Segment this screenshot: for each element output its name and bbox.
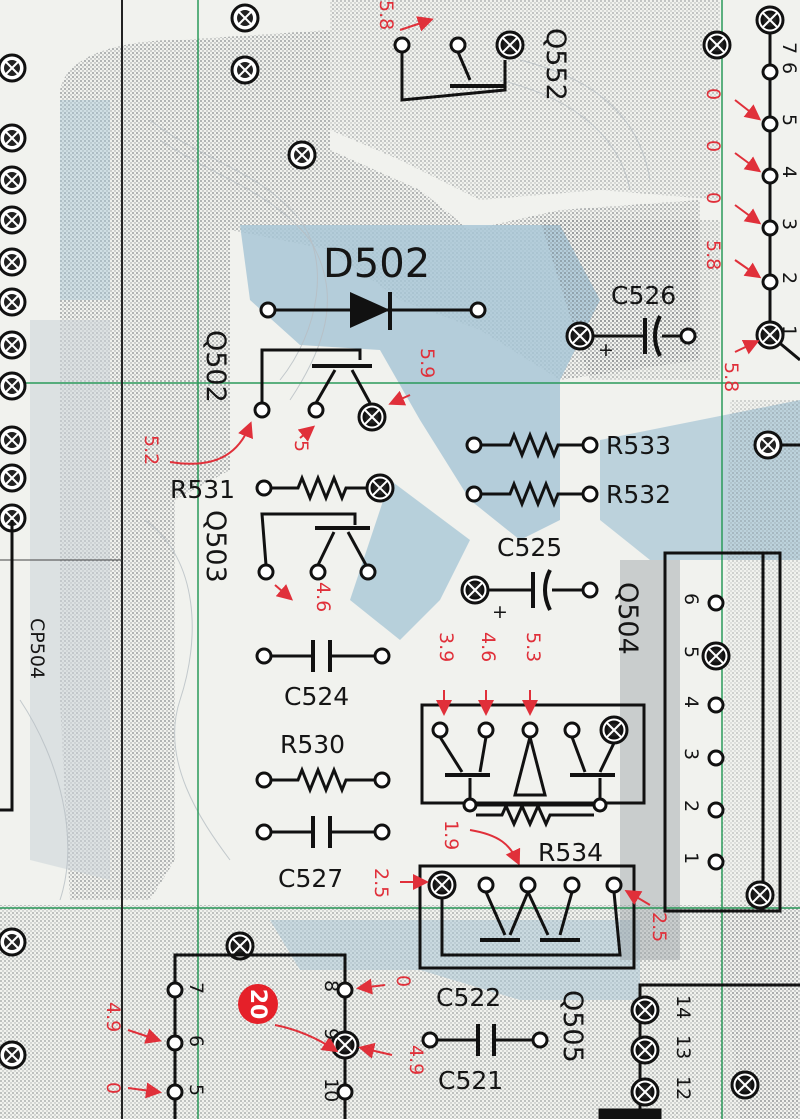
transistor-q503-symbol — [257, 512, 377, 601]
voltage-left-0: 0 — [102, 1082, 124, 1095]
voltage-q552-top: 5.8 — [375, 0, 397, 31]
connector-pin-6: 6 — [680, 593, 702, 606]
left-edge-pads — [0, 3, 317, 1070]
ic-br-pin-13: 13 — [672, 1035, 694, 1060]
ic-br-pin-14: 14 — [672, 995, 694, 1020]
voltage-q502-59: 5.9 — [416, 348, 438, 379]
connector-pin-2: 2 — [680, 800, 702, 813]
ic-bl-pin-5: 5 — [185, 1084, 207, 1097]
r534-label: R534 — [538, 838, 604, 867]
r531-label: R531 — [170, 475, 236, 504]
r530-label: R530 — [280, 730, 346, 759]
q502-label: Q502 — [200, 330, 231, 403]
ic-bottom-right-symbol — [598, 983, 800, 1119]
transistor-q502-symbol — [169, 348, 411, 465]
ic-bl-pin-8: 8 — [320, 980, 342, 993]
capacitor-c527-symbol — [255, 816, 391, 848]
c526-label: C526 — [611, 281, 677, 310]
ic-top-right-pin-7: 7 — [778, 42, 800, 55]
connector-pin-1: 1 — [680, 852, 702, 865]
voltage-right-0c: 0 — [702, 192, 724, 205]
voltage-q502-5: 5 — [290, 440, 312, 453]
resistor-r533-symbol — [465, 430, 599, 460]
ic-bottom-left-symbol — [127, 931, 393, 1119]
c524-label: C524 — [284, 682, 350, 711]
transistor-q504-symbol — [420, 690, 646, 866]
connector-right-symbol — [663, 551, 782, 913]
resistor-r530-symbol — [255, 765, 391, 795]
voltage-c521-49: 4.9 — [405, 1045, 427, 1076]
cp504-label: CP504 — [26, 618, 48, 679]
ic-br-pin-12: 12 — [672, 1076, 694, 1101]
resistor-r532-symbol — [465, 479, 599, 509]
diode-d502-symbol — [259, 292, 487, 330]
ic-top-right-symbol — [702, 5, 800, 362]
r533-label: R533 — [606, 431, 672, 460]
c525-label: C525 — [497, 533, 563, 562]
voltage-q503-46: 4.6 — [312, 582, 334, 613]
right-resistor-pads — [753, 430, 800, 460]
ic-bl-pin-10: 10 — [320, 1078, 342, 1103]
voltage-q504-39: 3.9 — [435, 632, 457, 663]
c525-plus-mark: + — [492, 601, 508, 623]
c527-label: C527 — [278, 864, 344, 893]
c522-label: C522 — [436, 983, 502, 1012]
ic-top-right-pin-4: 4 — [778, 166, 800, 179]
capacitor-c522-symbol — [421, 1024, 549, 1056]
connector-pin-4: 4 — [680, 696, 702, 709]
voltage-q504-46: 4.6 — [477, 632, 499, 663]
r532-label: R532 — [606, 480, 672, 509]
capacitor-c524-symbol — [255, 640, 391, 672]
voltage-q505-25a: 2.5 — [370, 868, 392, 899]
voltage-r534-19: 1.9 — [440, 820, 462, 851]
ic-top-right-pin-1: 1 — [778, 325, 800, 338]
contour-lines — [19, 59, 651, 901]
ic-bl-pin-9: 9 — [320, 1028, 342, 1041]
connector-pin-3: 3 — [680, 748, 702, 761]
voltage-c522-0: 0 — [392, 975, 414, 988]
voltage-right-58a: 5.8 — [702, 240, 724, 271]
transistor-q552-symbol — [393, 16, 525, 102]
capacitor-c526-symbol — [565, 315, 697, 357]
voltage-q502-52: 5.2 — [140, 435, 162, 466]
q505-label: Q505 — [557, 990, 588, 1063]
voltage-right-0b: 0 — [702, 140, 724, 153]
ic-bl-pin-7: 7 — [185, 982, 207, 995]
q503-label: Q503 — [200, 510, 231, 583]
ic-top-right-pin-3: 3 — [778, 218, 800, 231]
ic-top-right-pin-2: 2 — [778, 272, 800, 285]
ic-top-right-pin-5: 5 — [778, 114, 800, 127]
voltage-q504-53: 5.3 — [522, 632, 544, 663]
capacitor-c525-symbol — [460, 569, 599, 611]
ic-bl-pin-6: 6 — [185, 1035, 207, 1048]
transistor-q505-symbol — [400, 864, 651, 970]
q552-label: Q552 — [540, 28, 571, 101]
voltage-left-49: 4.9 — [102, 1002, 124, 1033]
resistor-r531-symbol — [255, 473, 395, 503]
voltage-right-58b: 5.8 — [720, 362, 742, 393]
voltage-q505-25b: 2.5 — [648, 912, 670, 943]
connector-pin-5: 5 — [680, 646, 702, 659]
voltage-right-0a: 0 — [702, 88, 724, 101]
q504-label: Q504 — [612, 582, 643, 655]
c521-label: C521 — [438, 1066, 504, 1095]
callout-badge: 20 — [238, 984, 278, 1024]
ic-top-right-pin-6: 6 — [778, 62, 800, 75]
c526-plus-mark: + — [598, 339, 614, 361]
d502-label: D502 — [323, 241, 431, 287]
